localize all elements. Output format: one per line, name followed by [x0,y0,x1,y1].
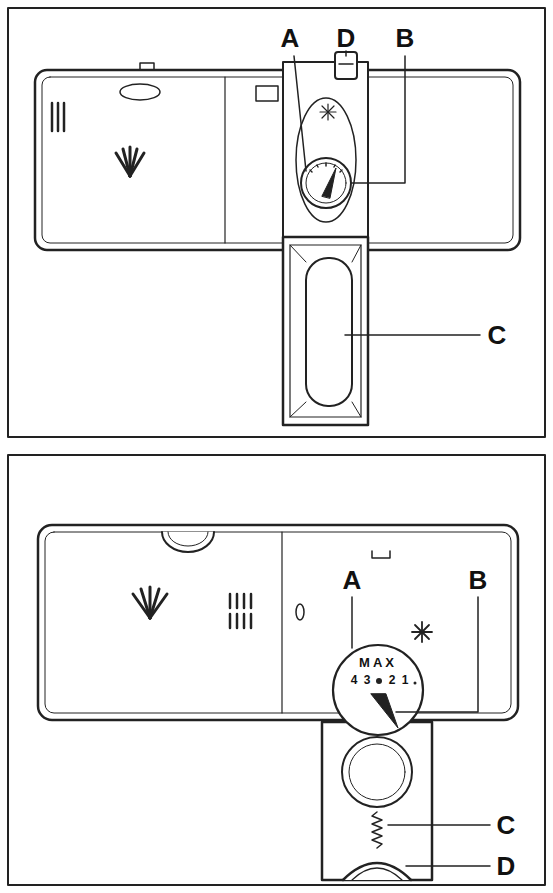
callout-letter: D [496,852,517,881]
dial-marking: 1 [401,674,410,687]
panel-frame [8,8,545,437]
rinse-column [283,62,368,242]
dial [333,645,423,735]
dial [301,158,351,208]
spray-icon [116,147,144,176]
handle [343,863,411,880]
callout-letter: D [336,24,357,53]
latch [335,52,357,79]
dispenser-body [38,525,518,720]
spring [372,812,382,848]
leader-line [294,51,480,335]
panel-frame [8,455,545,885]
callout-letter: B [468,566,489,595]
spray-icon [133,587,167,618]
callout-letter: C [487,321,508,350]
callout-letter: A [280,24,301,53]
callout-letter: B [395,24,416,53]
leader-line [352,597,490,866]
dial-marking: 2 [388,674,397,687]
lid [322,722,432,880]
asterisk-symbol [412,622,432,642]
callout-letter: A [342,566,363,595]
asterisk-symbol [320,104,336,120]
dial-marking: MAX [358,656,398,670]
callout-letter: C [496,811,517,840]
dial-marking: 4 [350,674,359,687]
dial-marking: 3 [363,674,372,687]
dispenser-body [35,70,520,250]
lid [283,237,368,425]
